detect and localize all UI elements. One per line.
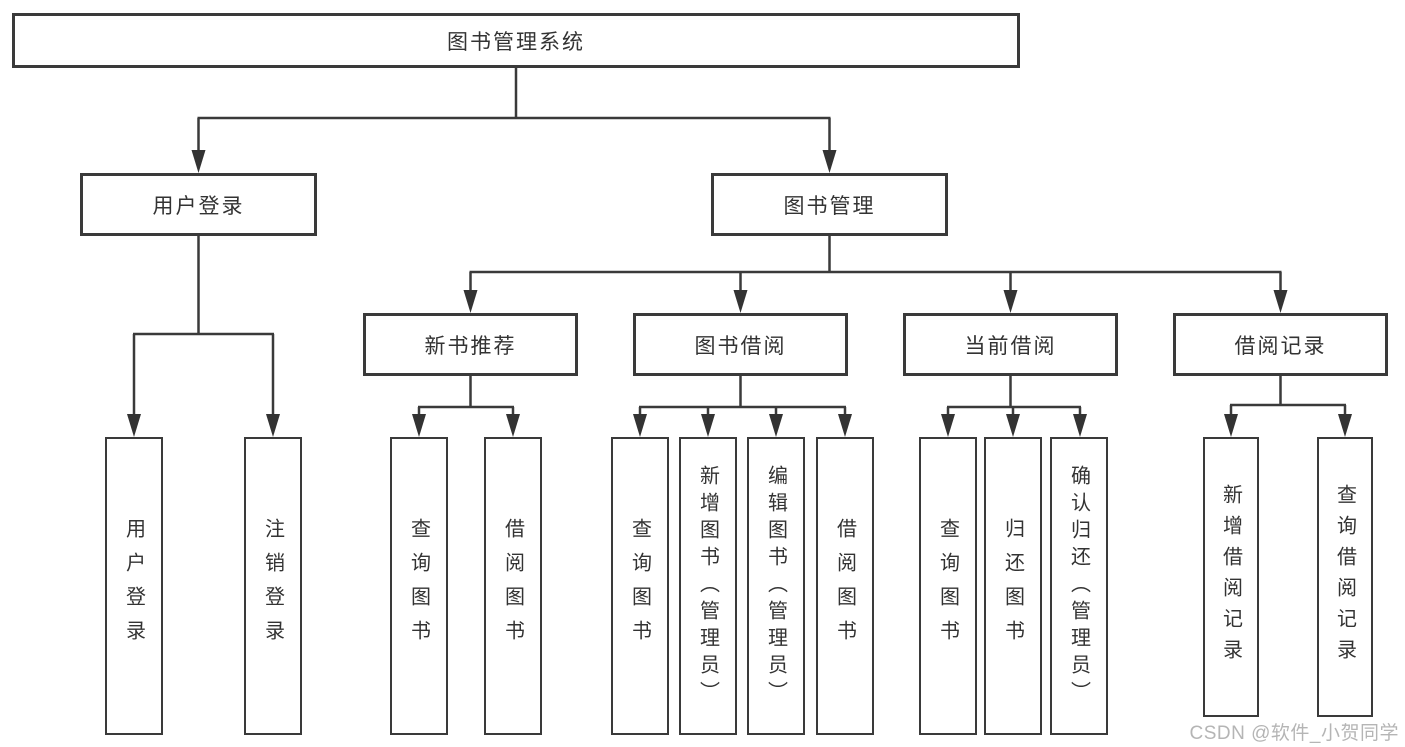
arrowhead: [822, 150, 837, 173]
connector-book-borrowing: [633, 376, 852, 437]
arrowhead: [412, 414, 426, 437]
arrowhead: [191, 150, 206, 173]
arrowhead: [733, 290, 748, 313]
arrowhead: [1073, 414, 1087, 437]
node-leaf-borrow-books-1: 借阅图书: [484, 437, 542, 735]
node-leaf-query-borrow-record: 查询借阅记录: [1317, 437, 1373, 717]
node-leaf-add-borrow-record: 新增借阅记录: [1203, 437, 1259, 717]
arrowhead: [633, 414, 647, 437]
node-book-borrowing: 图书借阅: [633, 313, 848, 376]
node-leaf-query-books-2: 查询图书: [611, 437, 669, 735]
connector-book-management: [463, 236, 1288, 313]
node-leaf-confirm-return-admin: 确认归还（管理员）: [1050, 437, 1108, 735]
arrowhead: [506, 414, 520, 437]
connector-current-borrowing: [941, 376, 1087, 437]
arrowhead: [701, 414, 715, 437]
node-leaf-borrow-books-2: 借阅图书: [816, 437, 874, 735]
node-leaf-add-book-admin: 新增图书（管理员）: [679, 437, 737, 735]
arrowhead: [1003, 290, 1018, 313]
arrowhead: [769, 414, 783, 437]
connector-borrowing-records: [1224, 376, 1352, 437]
node-leaf-logout: 注销登录: [244, 437, 302, 735]
arrowhead: [127, 414, 141, 437]
node-current-borrowing: 当前借阅: [903, 313, 1118, 376]
node-new-book-recommendation: 新书推荐: [363, 313, 578, 376]
arrowhead: [1224, 414, 1238, 437]
arrowhead: [941, 414, 955, 437]
node-user-login: 用户登录: [80, 173, 317, 236]
arrowhead: [1006, 414, 1020, 437]
node-system-root: 图书管理系统: [12, 13, 1020, 68]
node-leaf-user-login: 用户登录: [105, 437, 163, 735]
connector-root: [191, 68, 837, 173]
arrowhead: [266, 414, 280, 437]
connector-user-login: [127, 236, 280, 437]
node-borrowing-records: 借阅记录: [1173, 313, 1388, 376]
node-leaf-return-book: 归还图书: [984, 437, 1042, 735]
node-book-management: 图书管理: [711, 173, 948, 236]
arrowhead: [1273, 290, 1288, 313]
arrowhead: [1338, 414, 1352, 437]
node-leaf-query-books-1: 查询图书: [390, 437, 448, 735]
node-leaf-query-books-3: 查询图书: [919, 437, 977, 735]
arrowhead: [838, 414, 852, 437]
arrowhead: [463, 290, 478, 313]
csdn-watermark: CSDN @软件_小贺同学: [1189, 723, 1399, 744]
node-leaf-edit-book-admin: 编辑图书（管理员）: [747, 437, 805, 735]
connector-new-book-recommendation: [412, 376, 520, 437]
